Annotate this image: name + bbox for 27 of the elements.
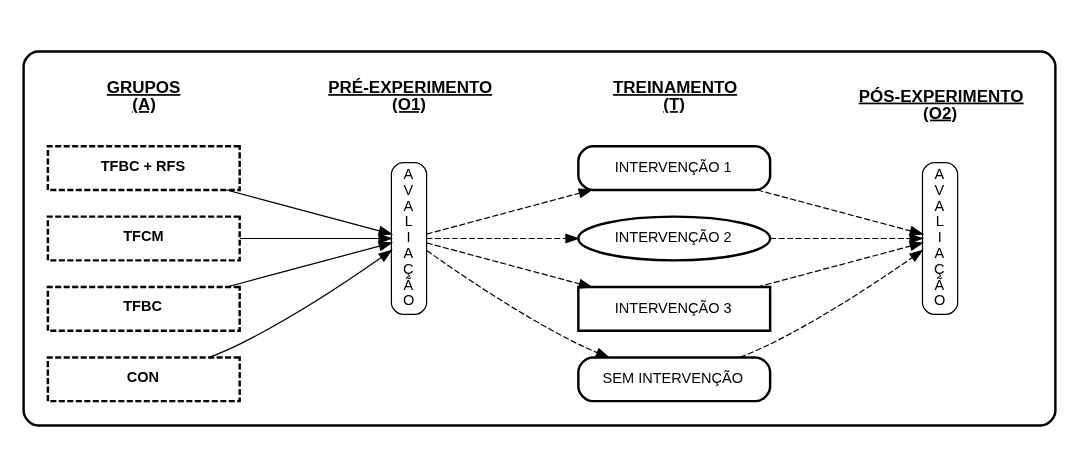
arrow — [426, 249, 611, 358]
arrow — [756, 240, 925, 288]
label: PRÉ-EXPERIMENTO (O1) — [328, 77, 493, 114]
arrow — [208, 248, 393, 358]
node-box: AVALIAÇÃO — [921, 161, 959, 315]
node-box: INTERVENÇÃO 1 — [577, 144, 772, 191]
node-box: CON — [46, 355, 241, 402]
node-box: TFCM — [46, 214, 241, 262]
node-box: AVALIAÇÃO — [390, 161, 428, 315]
arrow — [426, 187, 594, 235]
arrow — [239, 232, 394, 244]
arrow — [769, 232, 924, 244]
node-box: TFBC — [46, 285, 241, 332]
label: GRUPOS (A) — [106, 77, 181, 114]
arrow — [226, 240, 394, 288]
cluster — [22, 49, 1057, 427]
arrow — [739, 248, 924, 358]
arrow — [426, 232, 580, 244]
label: PÓS-EXPERIMENTO (O2) — [858, 86, 1024, 123]
arrow — [756, 188, 925, 236]
node-box: INTERVENÇÃO 3 — [577, 285, 772, 332]
label: TREINAMENTO (T) — [612, 77, 738, 114]
node-ellipse: INTERVENÇÃO 2 — [577, 214, 772, 262]
arrow — [426, 241, 594, 289]
node-box: SEM INTERVENÇÃO — [577, 355, 772, 402]
arrow — [226, 188, 394, 236]
node-box: TFBC + RFS — [46, 144, 241, 191]
